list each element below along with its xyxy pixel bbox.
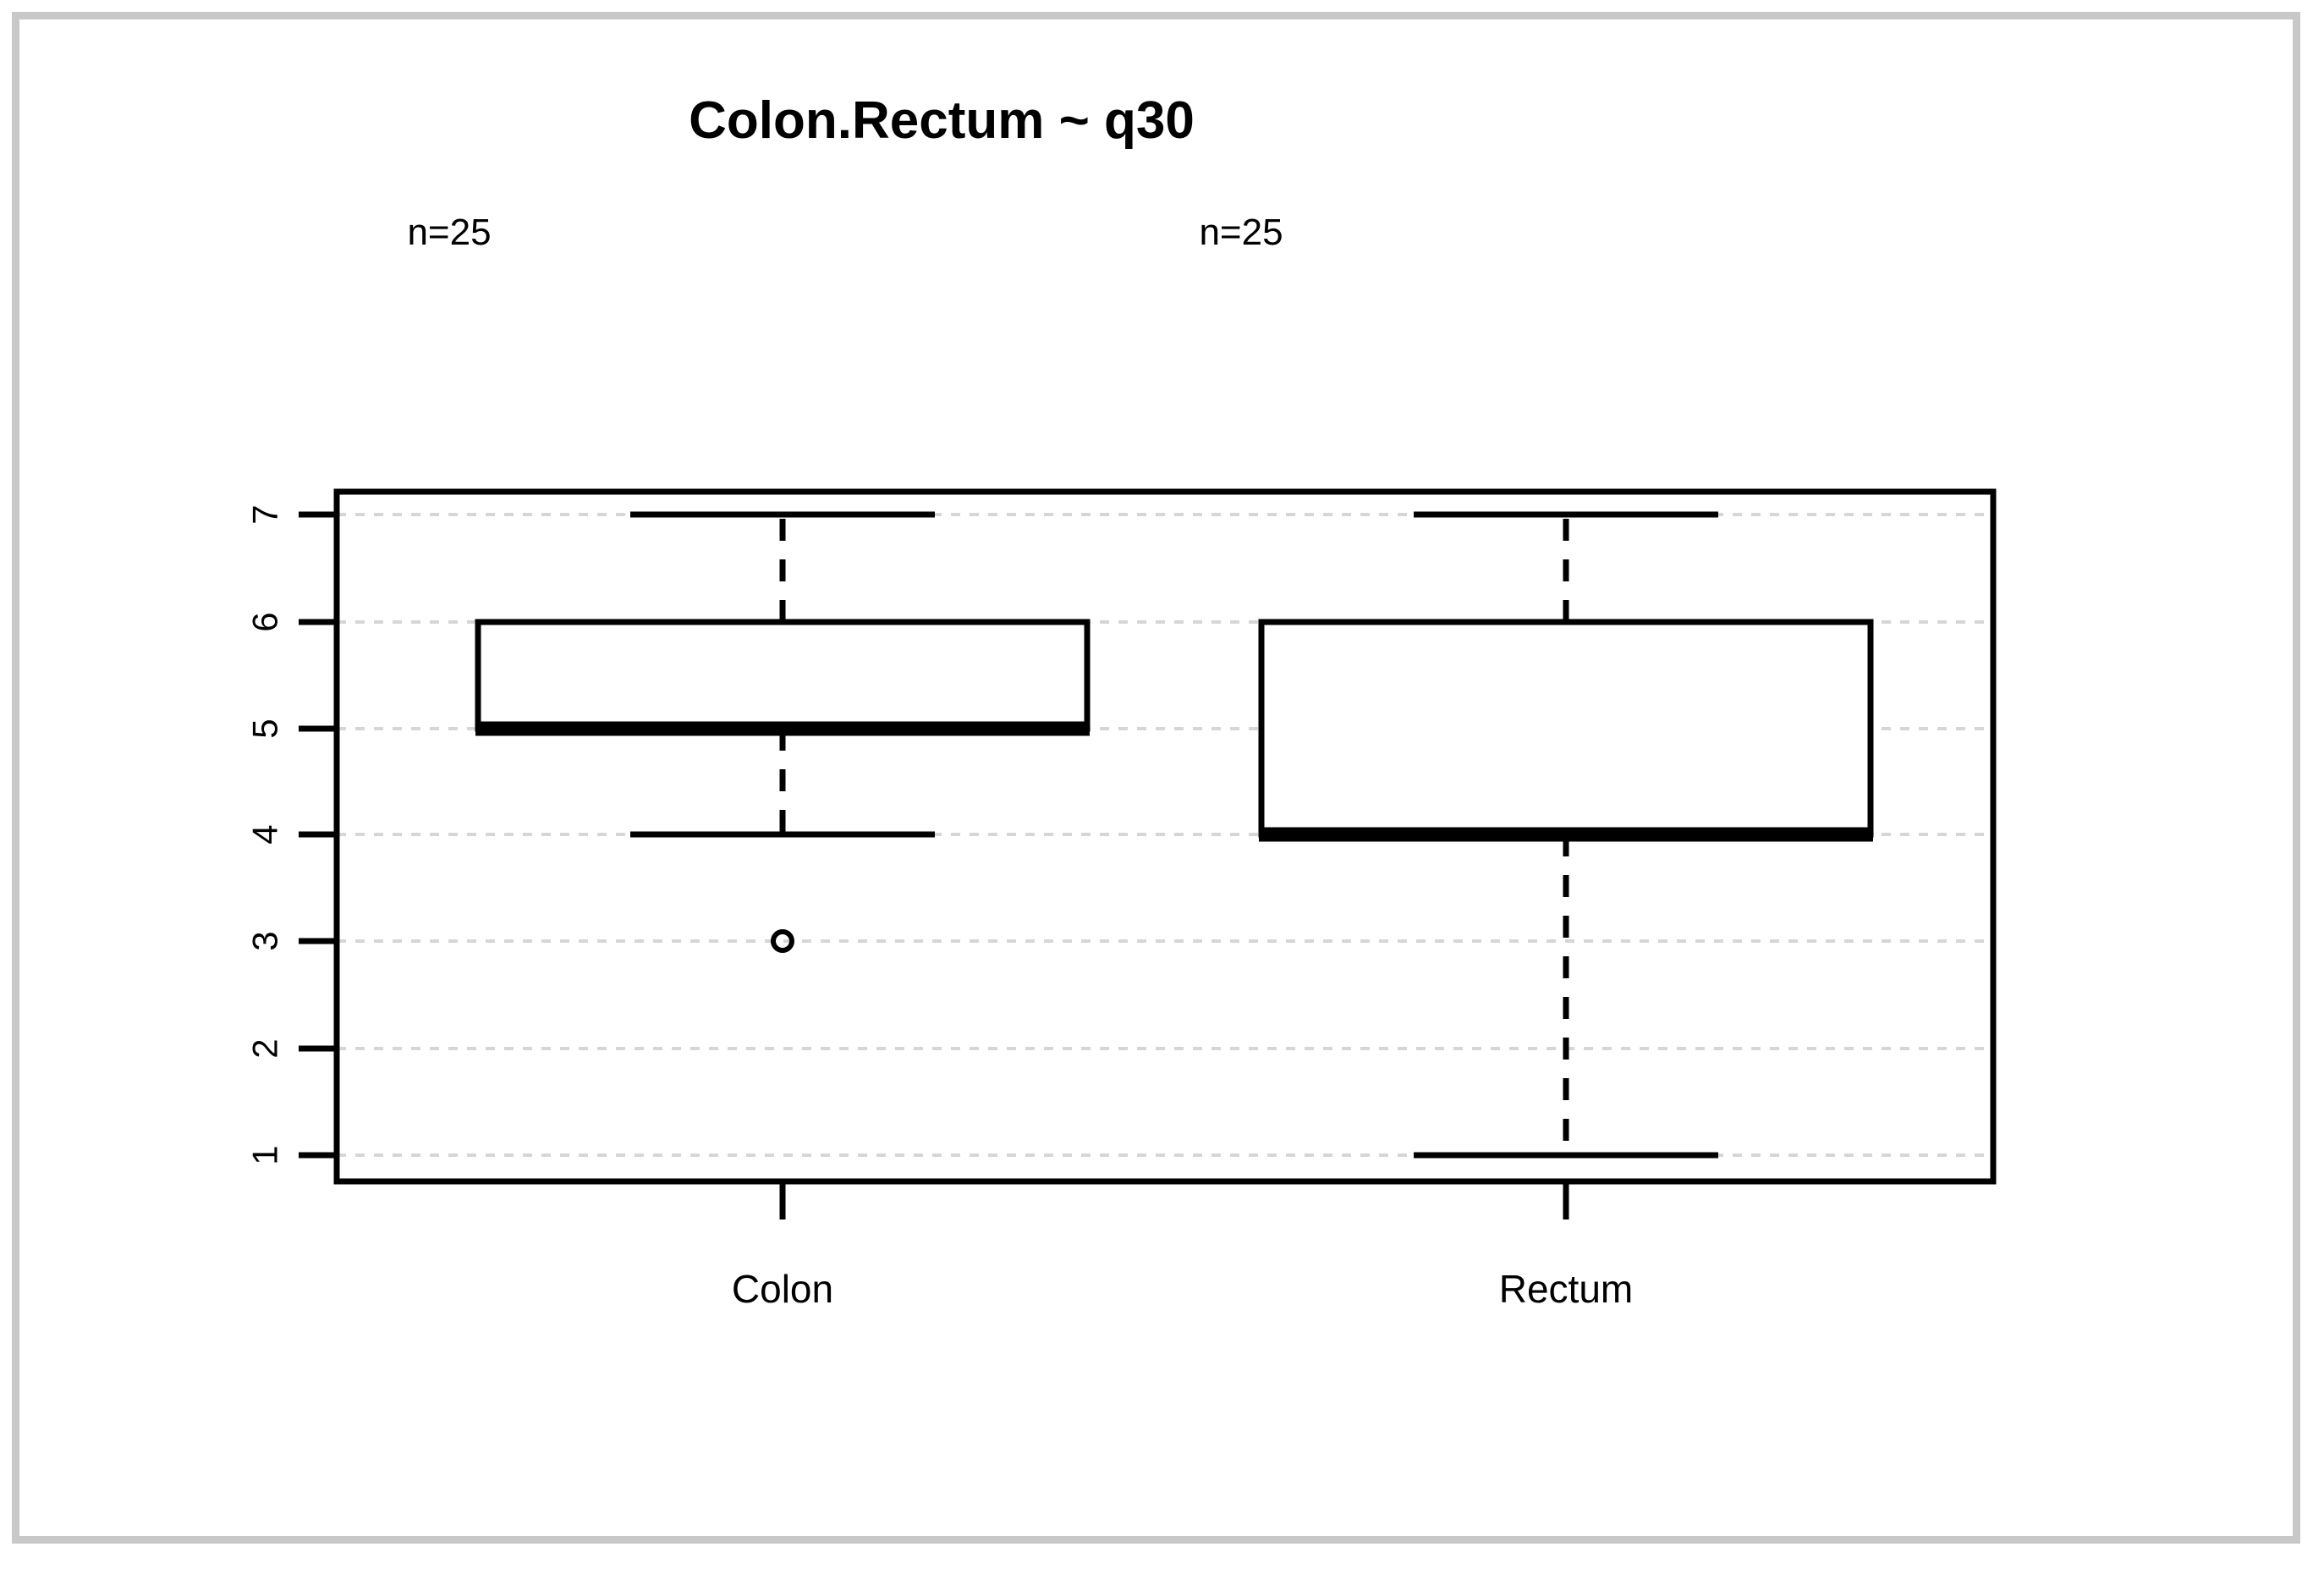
box-group-rectum	[1258, 511, 1874, 1219]
x-axis-label-colon: Colon	[732, 1267, 833, 1311]
y-tick-label-6: 6	[245, 612, 285, 631]
group-n-label-rectum: n=25	[1199, 212, 1283, 253]
x-axis-label-rectum: Rectum	[1499, 1267, 1633, 1311]
y-tick-label-1: 1	[245, 1145, 285, 1164]
plot-area: Colon.Rectum ~ q30 n=25 n=25	[19, 19, 2293, 1536]
y-tick-label-5: 5	[245, 718, 285, 738]
chart-title: Colon.Rectum ~ q30	[689, 91, 1195, 150]
y-axis-labels: 7 6 5 4 3 2 1	[245, 504, 285, 1164]
y-axis-ticks	[299, 511, 337, 1159]
figure-panel: Colon.Rectum ~ q30 n=25 n=25	[12, 12, 2300, 1544]
boxplot-svg: Colon.Rectum ~ q30 n=25 n=25	[245, 91, 1997, 1311]
y-tick-label-7: 7	[245, 504, 285, 524]
box-group-colon	[475, 511, 1091, 1219]
group-n-label-colon: n=25	[407, 212, 491, 253]
outlier-point-colon	[771, 929, 794, 953]
box-body-colon	[475, 619, 1091, 732]
y-tick-label-4: 4	[245, 824, 285, 844]
y-tick-label-2: 2	[245, 1038, 285, 1058]
box-body-rectum	[1258, 619, 1874, 838]
y-tick-label-3: 3	[245, 931, 285, 950]
